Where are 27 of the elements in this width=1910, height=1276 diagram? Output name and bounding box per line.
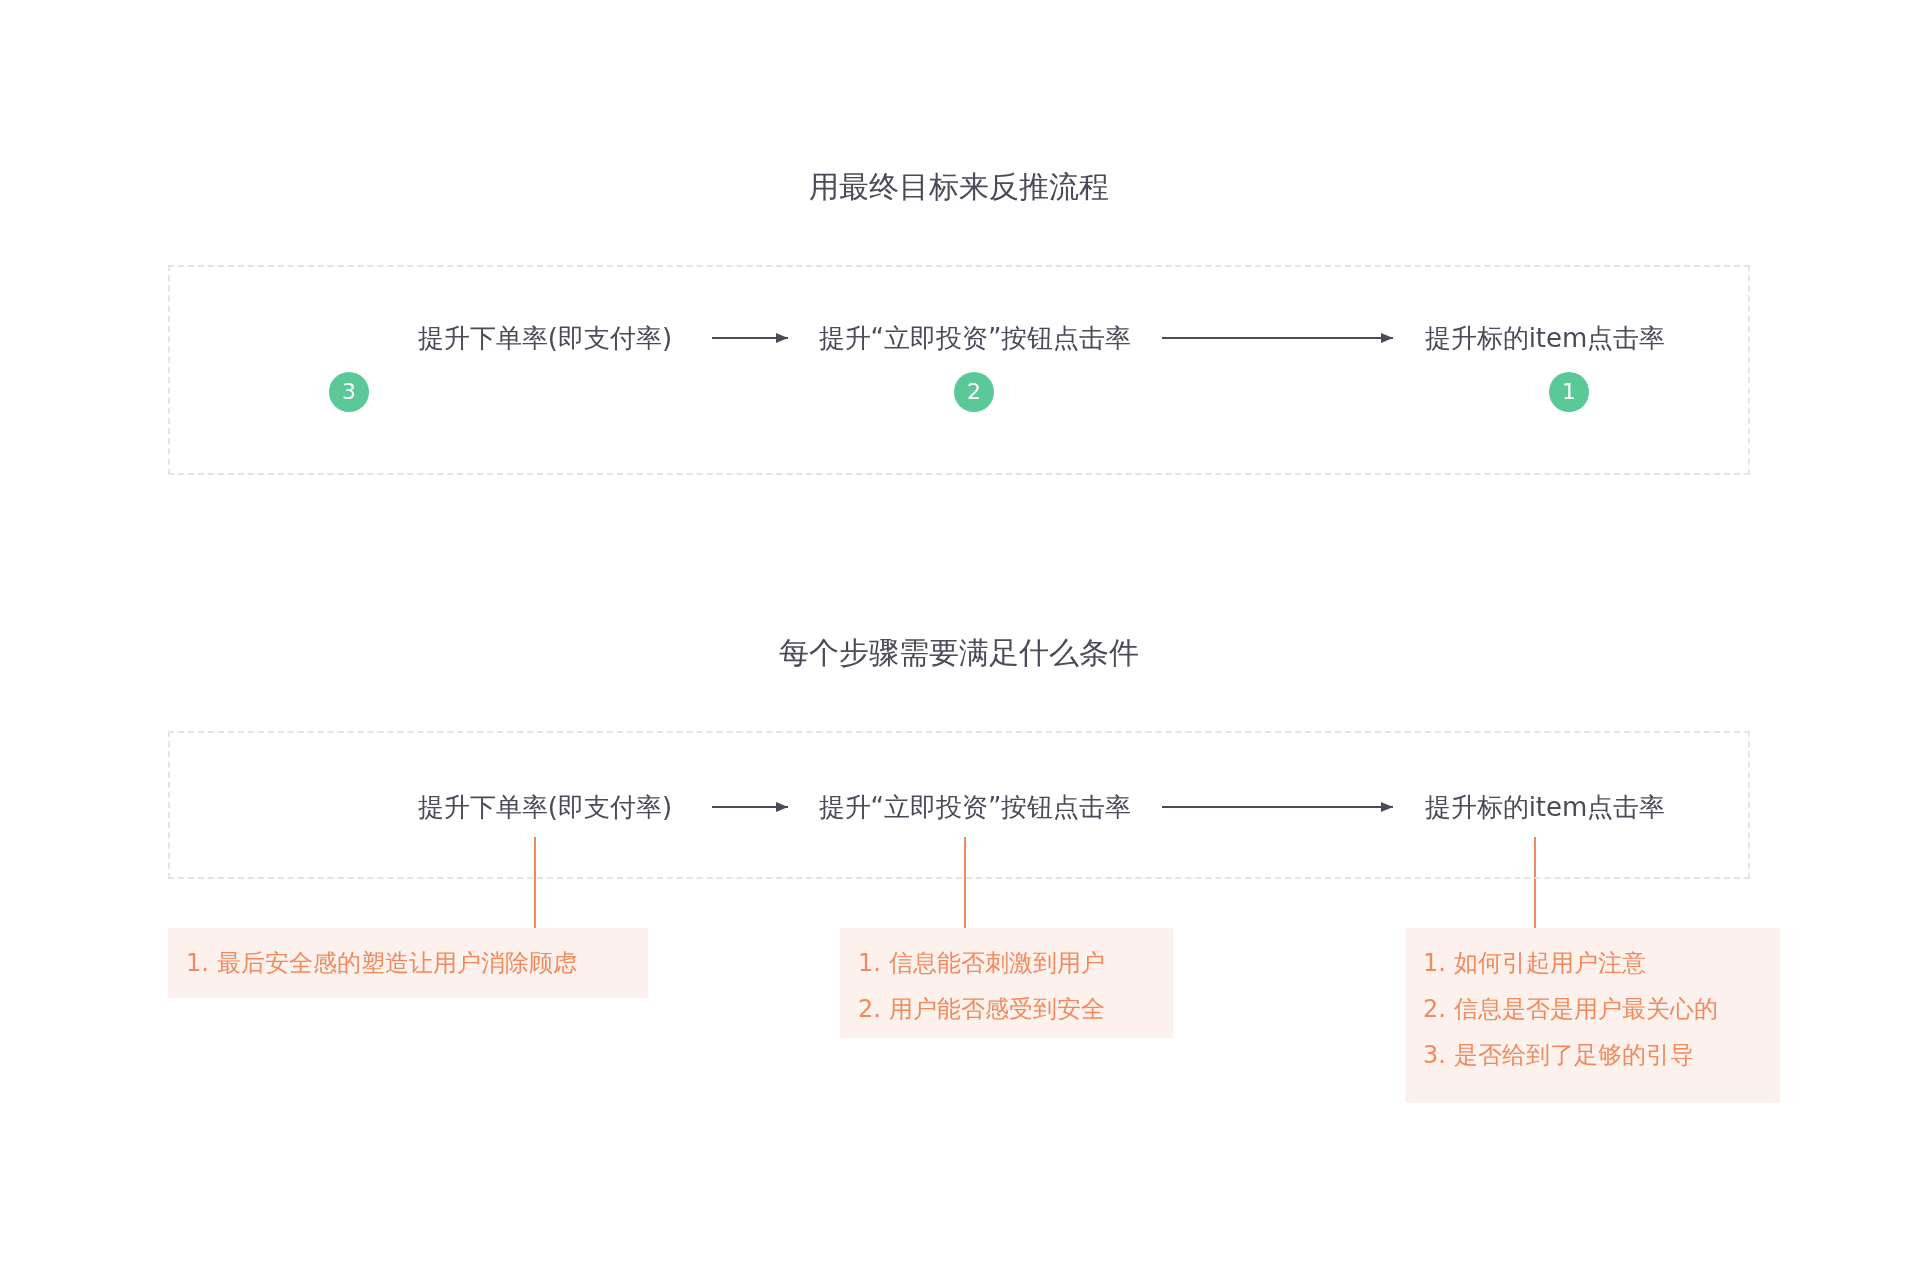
step-label: 提升下单率(即支付率)	[390, 789, 700, 825]
section-title: 用最终目标来反推流程	[808, 168, 1110, 206]
connector-line	[534, 836, 536, 929]
condition-text: 2. 用户能否感受到安全	[858, 994, 1106, 1025]
condition-note-box	[1405, 928, 1780, 1103]
step-label: 提升标的item点击率	[1405, 320, 1685, 356]
arrow	[711, 333, 789, 343]
arrow	[1161, 802, 1394, 812]
arrow	[711, 802, 789, 812]
condition-text: 1. 如何引起用户注意	[1423, 948, 1647, 979]
connector-line	[964, 836, 966, 929]
condition-note-box	[168, 928, 648, 998]
step-label: 提升“立即投资”按钮点击率	[800, 789, 1150, 825]
arrow	[1161, 333, 1394, 343]
condition-text: 1. 信息能否刺激到用户	[858, 948, 1106, 979]
condition-text: 3. 是否给到了足够的引导	[1423, 1040, 1695, 1071]
step-number-badge: 1	[1549, 372, 1589, 412]
condition-text: 2. 信息是否是用户最关心的	[1423, 994, 1719, 1025]
condition-note-box	[840, 928, 1173, 1038]
section-title: 每个步骤需要满足什么条件	[778, 634, 1140, 672]
step-label: 提升下单率(即支付率)	[390, 320, 700, 356]
step-number-badge: 2	[954, 372, 994, 412]
step-number-badge: 3	[329, 372, 369, 412]
condition-text: 1. 最后安全感的塑造让用户消除顾虑	[186, 948, 578, 979]
connector-line	[1534, 836, 1536, 929]
step-label: 提升标的item点击率	[1405, 789, 1685, 825]
step-label: 提升“立即投资”按钮点击率	[800, 320, 1150, 356]
